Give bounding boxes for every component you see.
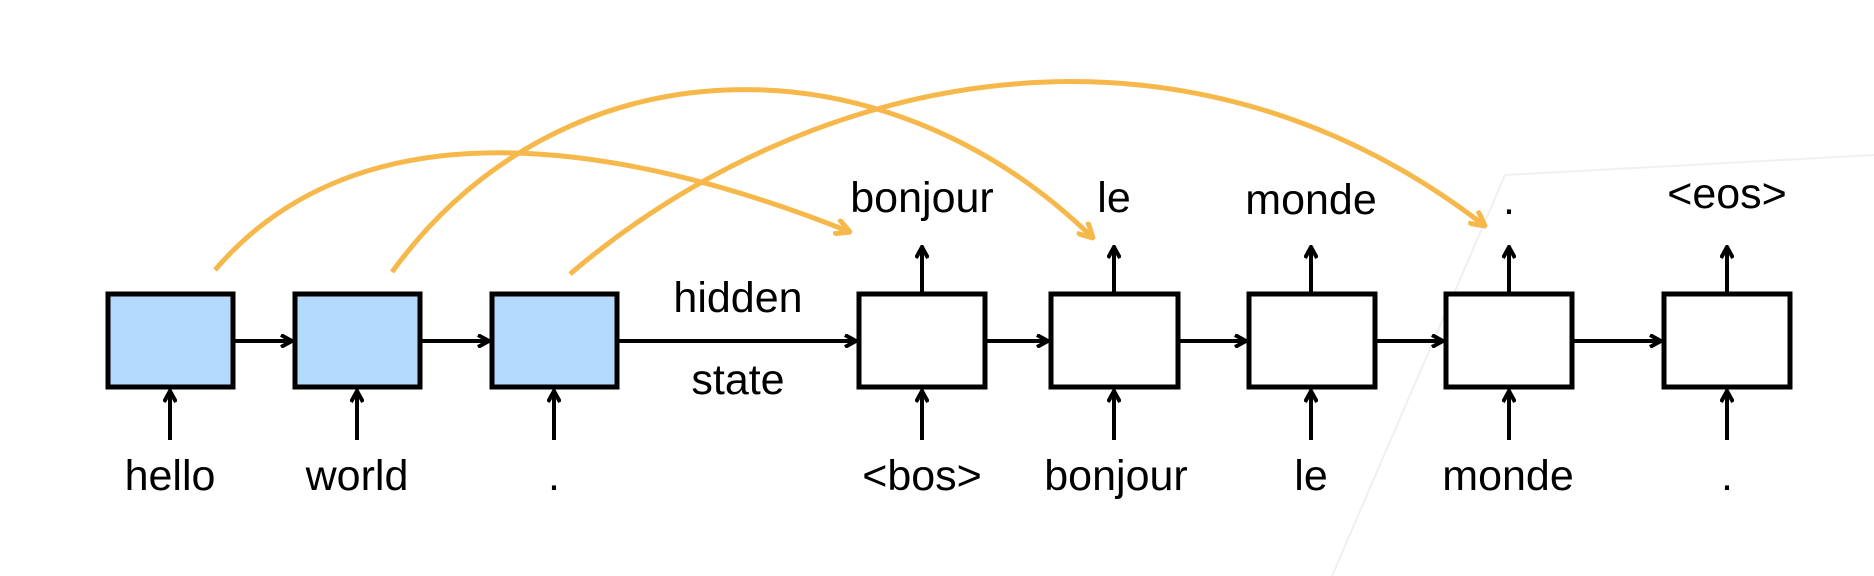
attention-arc-dot-to-dot bbox=[568, 79, 1485, 276]
decoder-output-label-4: . bbox=[1503, 176, 1515, 224]
encoder-cell-1 bbox=[105, 291, 236, 390]
background-sheet-edge bbox=[1331, 154, 1874, 576]
hidden-state-label-line2: state bbox=[691, 356, 784, 404]
decoder-output-label-5: <eos> bbox=[1667, 170, 1787, 218]
decoder-cell-4 bbox=[1443, 291, 1575, 390]
encoder-input-label-2: world bbox=[305, 452, 409, 500]
decoder-input-label-3: le bbox=[1294, 452, 1327, 500]
decoder-cell-5 bbox=[1661, 291, 1793, 390]
decoder-output-label-3: monde bbox=[1245, 176, 1376, 224]
encoder-cell-2 bbox=[292, 291, 423, 390]
decoder-cell-1 bbox=[856, 291, 988, 390]
hidden-state-label-line1: hidden bbox=[673, 274, 802, 322]
decoder-output-label-2: le bbox=[1097, 174, 1130, 222]
attention-arc-world-to-le bbox=[389, 87, 1093, 274]
decoder-input-label-1: <bos> bbox=[862, 452, 982, 500]
encoder-input-label-1: hello bbox=[125, 452, 216, 500]
decoder-output-label-1: bonjour bbox=[850, 174, 993, 222]
encoder-cell-3 bbox=[489, 291, 620, 390]
encoder-input-label-3: . bbox=[548, 452, 560, 500]
decoder-cell-2 bbox=[1048, 291, 1181, 390]
decoder-input-label-5: . bbox=[1721, 452, 1733, 500]
decoder-cell-3 bbox=[1246, 291, 1378, 390]
decoder-input-label-2: bonjour bbox=[1044, 452, 1187, 500]
attention-arc-hello-to-bonjour bbox=[213, 150, 850, 272]
decoder-input-label-4: monde bbox=[1442, 452, 1573, 500]
